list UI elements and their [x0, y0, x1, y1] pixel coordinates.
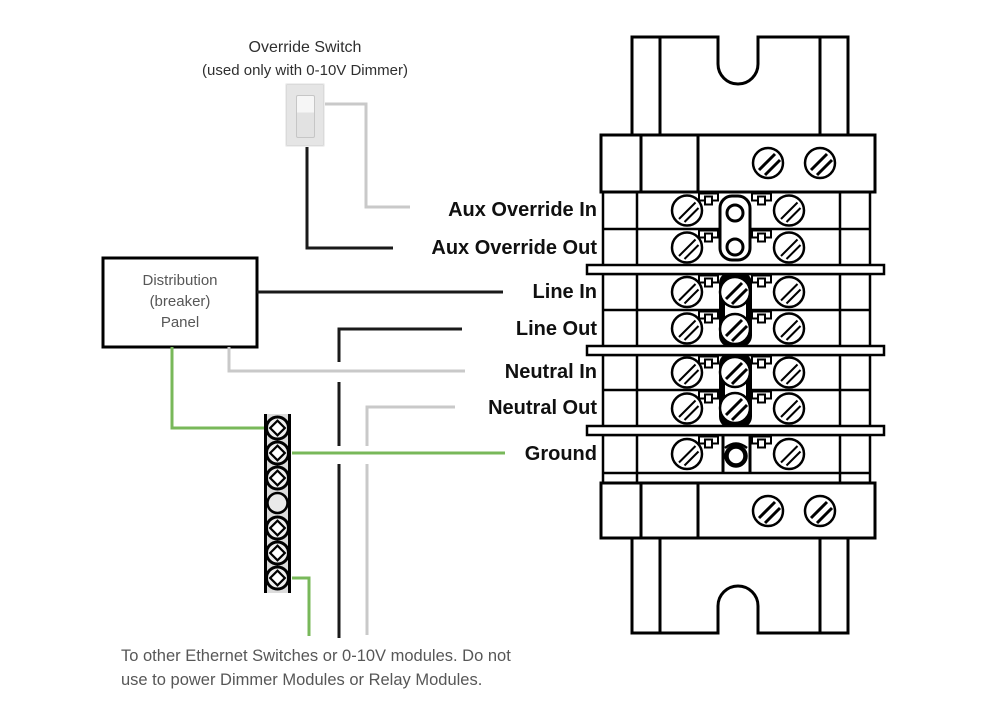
override-switch-plate	[285, 83, 325, 147]
distribution-panel-line3: Panel	[160, 314, 200, 331]
label-line-in: Line In	[532, 281, 597, 303]
wire-aux-override-out	[305, 143, 393, 250]
rail-separator-bars	[585, 263, 886, 437]
override-switch-caption: Override Switch (used only with 0-10V Di…	[155, 36, 455, 82]
ground-bus-strip	[264, 414, 291, 593]
footnote-line1: To other Ethernet Switches or 0-10V modu…	[121, 647, 511, 665]
distribution-panel-line2: (breaker)	[149, 293, 211, 310]
module-top-flange	[630, 35, 850, 135]
aux-terminal-center	[718, 194, 752, 262]
clamp-screw-icon	[751, 146, 785, 180]
footnote: To other Ethernet Switches or 0-10V modu…	[121, 644, 511, 692]
label-ground: Ground	[524, 443, 597, 465]
bus-screw-icon	[265, 565, 290, 591]
label-neutral-in: Neutral In	[504, 361, 597, 383]
line-terminal-center	[718, 271, 752, 348]
module-top-block	[599, 133, 877, 194]
wire-line-out	[337, 327, 462, 638]
override-switch-rocker	[296, 95, 315, 138]
footnote-line2: use to power Dimmer Modules or Relay Mod…	[121, 671, 483, 689]
distribution-panel-line1: Distribution	[142, 272, 218, 289]
override-switch-subtitle: (used only with 0-10V Dimmer)	[202, 62, 408, 79]
label-aux-override-in: Aux Override In	[448, 199, 597, 221]
bus-hole-icon	[266, 491, 289, 515]
module-bottom-flange	[630, 538, 850, 635]
neutral-terminal-center	[718, 352, 752, 429]
label-aux-override-out: Aux Override Out	[431, 237, 597, 259]
bus-screw-icon	[265, 515, 290, 541]
clamp-screw-icon	[803, 146, 837, 180]
label-line-out: Line Out	[515, 318, 597, 340]
wire-bus-to-bottom	[292, 576, 311, 636]
clamp-screw-icon	[751, 494, 785, 528]
wire-panel-to-bus	[170, 347, 264, 430]
clamp-screw-icon	[803, 494, 837, 528]
ground-terminal-center	[721, 435, 752, 473]
module-bottom-block	[599, 481, 877, 540]
distribution-panel-label: Distribution (breaker) Panel	[103, 270, 257, 333]
bus-screw-icon	[265, 540, 290, 566]
wire-neutral-out	[365, 405, 455, 635]
label-neutral-out: Neutral Out	[488, 397, 597, 419]
distribution-panel-box	[101, 256, 259, 349]
power-module	[585, 35, 886, 635]
bus-screw-icon	[265, 415, 290, 441]
bus-screw-icon	[265, 440, 290, 466]
wire-aux-override-in	[323, 102, 410, 209]
wire-neutral-in	[227, 347, 465, 373]
bus-screw-icon	[265, 465, 290, 491]
override-switch-title: Override Switch	[248, 39, 362, 56]
